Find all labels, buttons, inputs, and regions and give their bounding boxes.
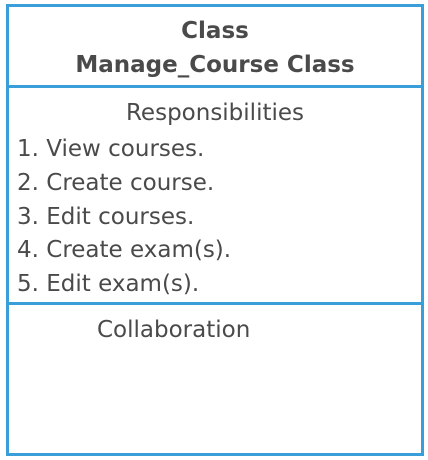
responsibilities-list: 1. View courses. 2. Create course. 3. Ed…: [17, 133, 231, 302]
responsibility-item: 1. View courses.: [17, 136, 205, 162]
responsibilities-title: Responsibilities: [125, 100, 304, 126]
responsibility-item: 4. Create exam(s).: [17, 237, 232, 264]
responsibility-item: 2. Create course.: [17, 169, 215, 196]
class-name: Manage_Course Class: [75, 52, 355, 78]
responsibility-item: 5. Edit exam(s).: [17, 271, 200, 298]
class-label: Class: [181, 18, 249, 44]
crc-card: Class Manage_Course Class Responsibiliti…: [6, 4, 424, 456]
responsibilities-section: Responsibilities 1. View courses. 2. Cre…: [9, 91, 421, 305]
collaboration-section: Collaboration: [9, 308, 421, 453]
collaboration-title: Collaboration: [97, 317, 251, 343]
responsibility-item: 3. Edit courses.: [17, 203, 195, 230]
class-header: Class Manage_Course Class: [9, 7, 421, 88]
